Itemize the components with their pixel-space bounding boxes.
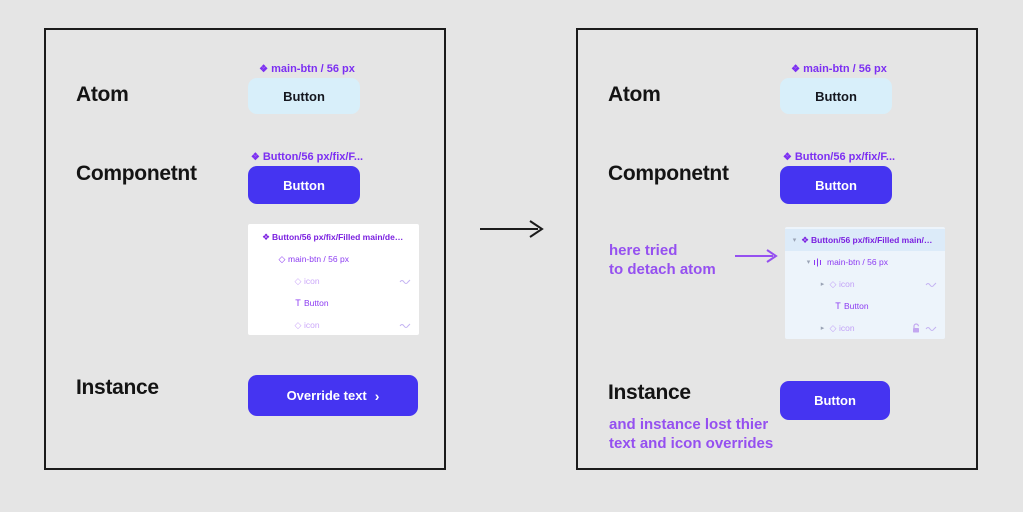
layer-label: Button/56 px/fix/Filled main/defa... bbox=[272, 232, 406, 242]
component-button[interactable]: Button bbox=[780, 166, 892, 204]
layer-row-atom-instance[interactable]: ◇ main-btn / 56 px bbox=[248, 248, 419, 270]
instance-button[interactable]: Button bbox=[780, 381, 890, 420]
before-frame: Atom ❖main-btn / 56 px Button Componetnt… bbox=[44, 28, 446, 470]
instance-diamond-icon: ◇ bbox=[294, 319, 302, 330]
text-layer-icon: T bbox=[835, 301, 841, 311]
component-button[interactable]: Button bbox=[248, 166, 360, 204]
layer-label: icon bbox=[304, 276, 320, 286]
atom-heading: Atom bbox=[608, 83, 661, 106]
overrides-lost-annotation: and instance lost thier text and icon ov… bbox=[609, 416, 774, 452]
component-icon: ❖ bbox=[800, 234, 810, 245]
layer-row-icon-bottom[interactable]: ◇ icon bbox=[248, 314, 419, 335]
layer-row-text[interactable]: T Button bbox=[248, 292, 419, 314]
instance-button[interactable]: Override text › bbox=[248, 375, 418, 416]
caret-right-icon[interactable]: ▸ bbox=[820, 325, 825, 332]
layer-label: Button bbox=[304, 298, 329, 308]
layer-label: Button bbox=[844, 301, 869, 311]
layers-panel-before: ❖ Button/56 px/fix/Filled main/defa... ◇… bbox=[248, 224, 419, 335]
layer-row-component[interactable]: ▾ ❖ Button/56 px/fix/Filled main/defa... bbox=[785, 229, 945, 251]
component-heading: Componetnt bbox=[76, 162, 197, 185]
instance-diamond-icon: ◇ bbox=[278, 253, 286, 264]
instance-diamond-icon: ◇ bbox=[829, 322, 837, 333]
instance-diamond-icon: ◇ bbox=[294, 275, 302, 286]
auto-layout-icon bbox=[814, 258, 821, 266]
atom-component-caption: ❖main-btn / 56 px bbox=[791, 63, 887, 75]
layer-row-detached-frame[interactable]: ▾ main-btn / 56 px bbox=[785, 251, 945, 273]
instance-diamond-icon: ◇ bbox=[829, 278, 837, 289]
layer-label: Button/56 px/fix/Filled main/defa... bbox=[811, 235, 935, 245]
atom-heading: Atom bbox=[76, 83, 129, 106]
atom-component-caption: ❖main-btn / 56 px bbox=[259, 63, 355, 75]
layer-label: icon bbox=[304, 320, 320, 330]
caret-down-icon[interactable]: ▾ bbox=[792, 237, 797, 244]
transform-arrow bbox=[480, 220, 544, 238]
caret-right-icon[interactable]: ▸ bbox=[820, 281, 825, 288]
text-layer-icon: T bbox=[295, 298, 301, 308]
instance-heading: Instance bbox=[608, 381, 691, 404]
component-component-caption: ❖Button/56 px/fix/F... bbox=[250, 151, 364, 163]
chevron-right-icon: › bbox=[374, 387, 380, 404]
component-component-caption: ❖Button/56 px/fix/F... bbox=[782, 151, 896, 163]
layer-row-icon-top[interactable]: ◇ icon bbox=[248, 270, 419, 292]
override-squiggle-icon bbox=[399, 279, 411, 284]
layer-row-component[interactable]: ❖ Button/56 px/fix/Filled main/defa... bbox=[248, 226, 419, 248]
override-squiggle-icon bbox=[399, 323, 411, 328]
component-icon: ❖ bbox=[791, 64, 801, 75]
detach-pointer-arrow bbox=[735, 249, 778, 263]
component-icon: ❖ bbox=[261, 231, 271, 242]
component-icon: ❖ bbox=[259, 64, 269, 75]
layer-row-text[interactable]: T Button bbox=[785, 295, 945, 317]
override-squiggle-icon bbox=[925, 326, 937, 331]
layer-label: icon bbox=[839, 323, 855, 333]
layers-panel-after: ▾ ❖ Button/56 px/fix/Filled main/defa...… bbox=[785, 227, 945, 339]
layer-label: main-btn / 56 px bbox=[827, 257, 888, 267]
caret-down-icon[interactable]: ▾ bbox=[806, 259, 811, 266]
after-frame: Atom ❖main-btn / 56 px Button Componetnt… bbox=[576, 28, 978, 470]
unlock-icon bbox=[913, 323, 919, 333]
instance-heading: Instance bbox=[76, 376, 159, 399]
component-heading: Componetnt bbox=[608, 162, 729, 185]
layer-label: icon bbox=[839, 279, 855, 289]
component-icon: ❖ bbox=[250, 152, 260, 163]
component-icon: ❖ bbox=[782, 152, 792, 163]
layer-row-icon-bottom[interactable]: ▸ ◇ icon bbox=[785, 317, 945, 339]
detach-annotation: here tried to detach atom bbox=[609, 242, 716, 278]
layer-row-icon-top[interactable]: ▸ ◇ icon bbox=[785, 273, 945, 295]
layer-label: main-btn / 56 px bbox=[288, 254, 349, 264]
override-squiggle-icon bbox=[925, 282, 937, 287]
atom-button[interactable]: Button bbox=[780, 78, 892, 114]
atom-button[interactable]: Button bbox=[248, 78, 360, 114]
